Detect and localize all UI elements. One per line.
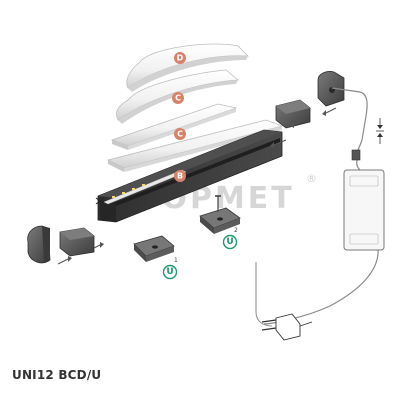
badge-c-round: C — [172, 92, 184, 104]
led-strip — [103, 169, 187, 205]
end-cap-plug-right — [275, 99, 311, 129]
connector-arrows-icon — [376, 118, 384, 144]
badge-c-flat: C — [174, 128, 186, 140]
mounting-bracket-2 — [199, 207, 241, 234]
badge-u2: U 2 — [222, 227, 238, 250]
badge-u2-letter: U — [226, 237, 233, 247]
badge-c-round-letter: C — [175, 94, 181, 103]
badge-b: B — [174, 170, 186, 182]
scissors-icon — [95, 197, 105, 205]
led-chip — [142, 184, 145, 186]
badge-u2-superscript: 2 — [234, 227, 238, 234]
mains-plug — [261, 313, 313, 341]
arrow-icon — [57, 256, 72, 265]
badge-u1: U 1 — [162, 257, 178, 280]
aluminium-profile — [95, 129, 283, 223]
led-chip — [112, 196, 115, 198]
led-chip — [122, 192, 125, 194]
badge-c-flat-letter: C — [177, 130, 183, 139]
badge-b-letter: B — [177, 172, 183, 181]
led-chip — [132, 188, 135, 190]
cover-c-round — [116, 69, 240, 124]
badge-d: D — [174, 52, 186, 64]
cover-b-flat — [106, 119, 284, 172]
end-cap-plug-left — [59, 227, 95, 257]
arrow-icon — [93, 242, 104, 249]
screw-icon — [215, 195, 221, 212]
arrow-icon — [290, 119, 303, 128]
end-cap-left — [27, 225, 51, 264]
product-name: UNI12 BCD/U — [12, 368, 102, 382]
arrow-icon — [322, 107, 337, 116]
badge-u1-superscript: 1 — [174, 257, 178, 264]
led-driver — [343, 169, 385, 251]
watermark-registered-mark: ® — [306, 172, 317, 185]
mounting-bracket-1 — [133, 235, 175, 262]
badge-d-letter: D — [177, 54, 184, 63]
cover-d-half-round — [126, 43, 250, 92]
arrow-icon — [270, 139, 287, 148]
part-badges: D C C B — [172, 52, 186, 182]
cable-connector — [351, 149, 361, 161]
badge-u1-letter: U — [166, 267, 173, 277]
